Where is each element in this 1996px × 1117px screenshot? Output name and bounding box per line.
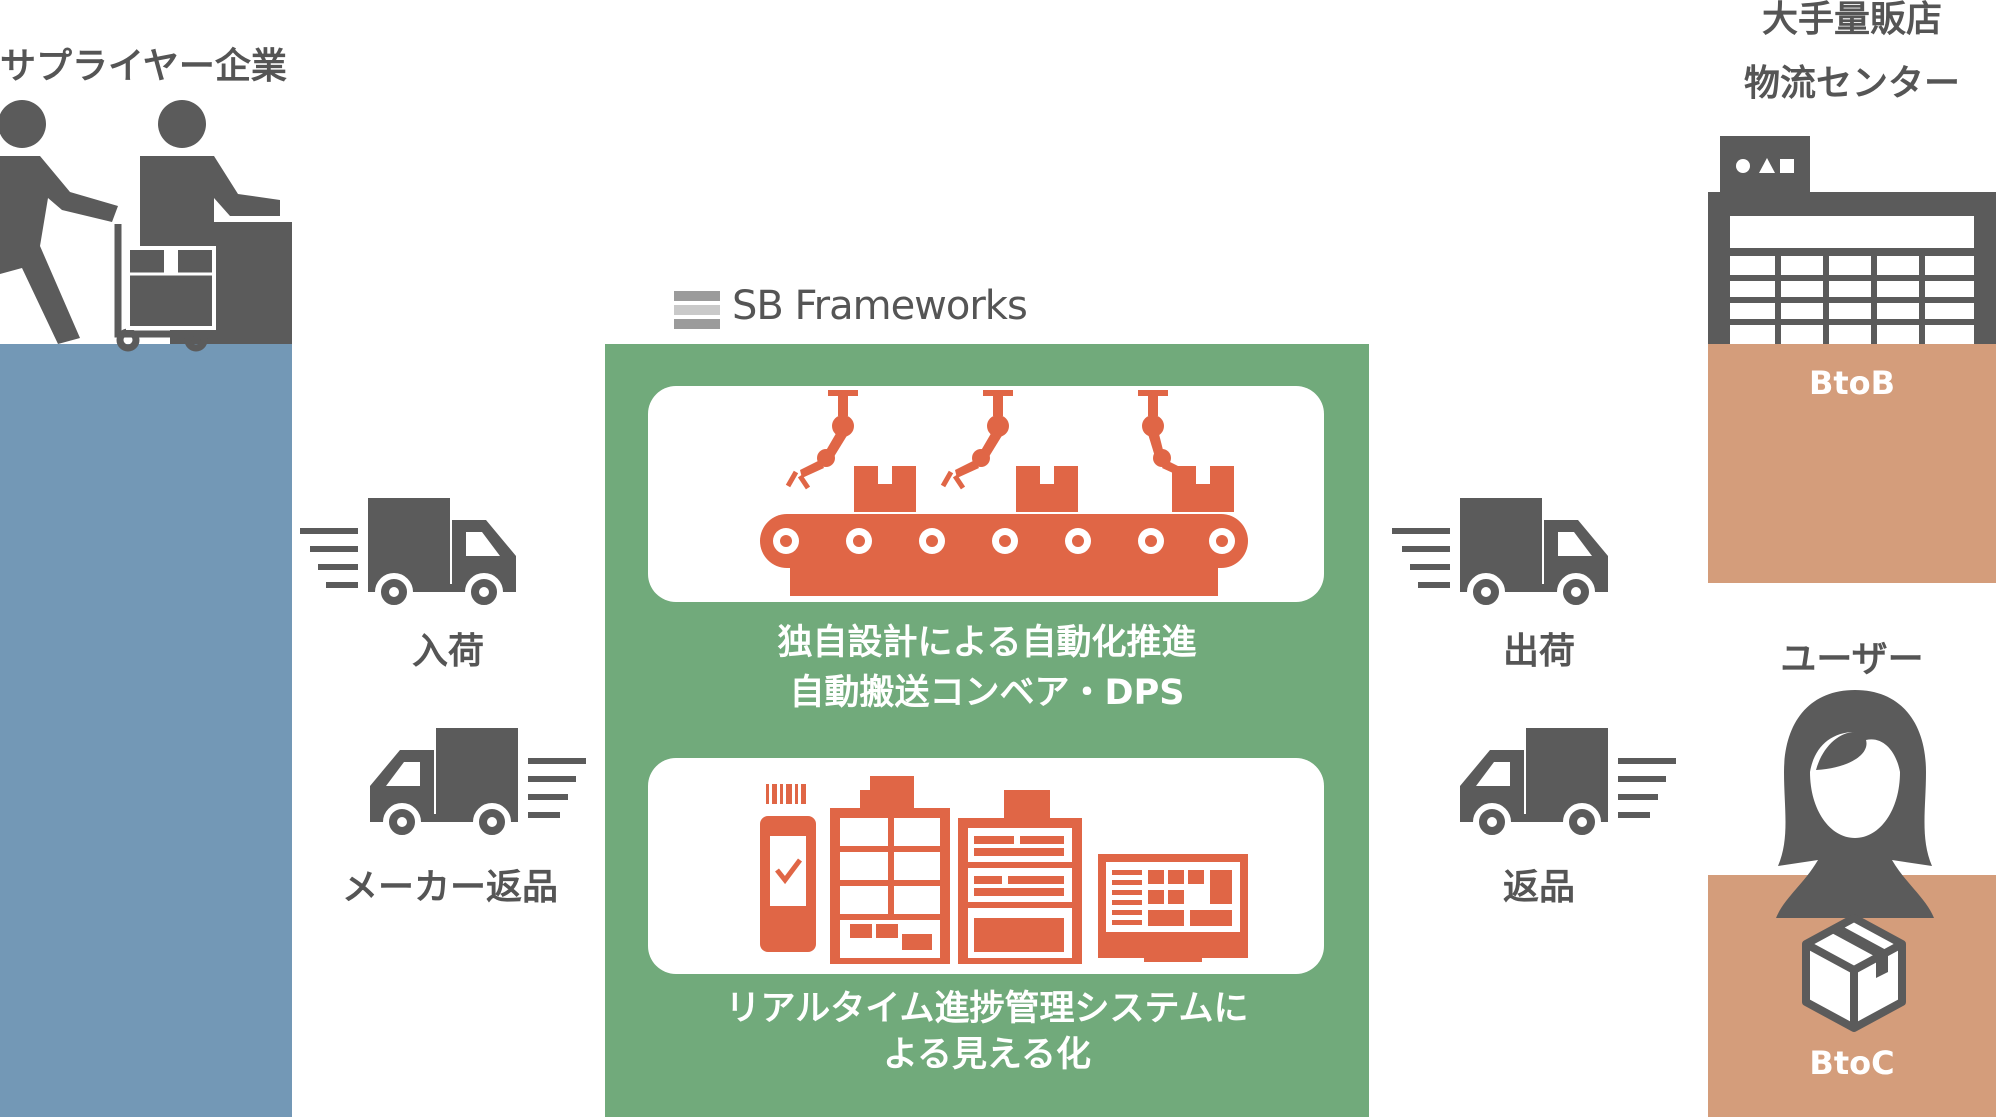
- return-truck-icon: [1460, 728, 1676, 841]
- logo-text: SB Frameworks: [732, 283, 1028, 329]
- return-label: 返品: [1502, 867, 1575, 908]
- system-caption-line2: よる見える化: [883, 1035, 1091, 1075]
- inbound-label: 入荷: [411, 631, 484, 672]
- outbound-label: 出荷: [1502, 631, 1575, 672]
- robot-conveyor-icon: [760, 390, 1248, 596]
- inbound-truck-icon: [300, 498, 516, 611]
- automation-caption-line1: 独自設計による自動化推進: [777, 623, 1197, 663]
- supplier-title: サプライヤー企業: [0, 46, 287, 87]
- btob-label: BtoB: [1808, 364, 1896, 402]
- btoc-label: BtoC: [1809, 1044, 1895, 1082]
- user-title: ユーザー: [1780, 639, 1924, 680]
- outbound-truck-icon: [1392, 498, 1608, 611]
- workers-icon: [0, 100, 292, 352]
- automation-caption-line2: 自動搬送コンベア・DPS: [789, 673, 1185, 713]
- retailer-title-line1: 大手量販店: [1761, 0, 1942, 40]
- sb-frameworks-logo: SB Frameworks: [672, 283, 1092, 335]
- supplier-column: [0, 344, 292, 1117]
- system-caption-line1: リアルタイム進捗管理システムに: [725, 989, 1249, 1029]
- parcel-icon: [1802, 914, 1906, 1032]
- maker-return-truck-icon: [370, 728, 586, 841]
- maker-return-label: メーカー返品: [341, 867, 558, 908]
- warehouse-system-icon: [760, 776, 1248, 964]
- logo-mark-icon: [674, 291, 720, 301]
- retailer-title-line2: 物流センター: [1743, 63, 1960, 104]
- woman-icon: [1776, 690, 1934, 918]
- btob-box: [1708, 340, 1996, 583]
- warehouse-icon: [1708, 136, 1996, 344]
